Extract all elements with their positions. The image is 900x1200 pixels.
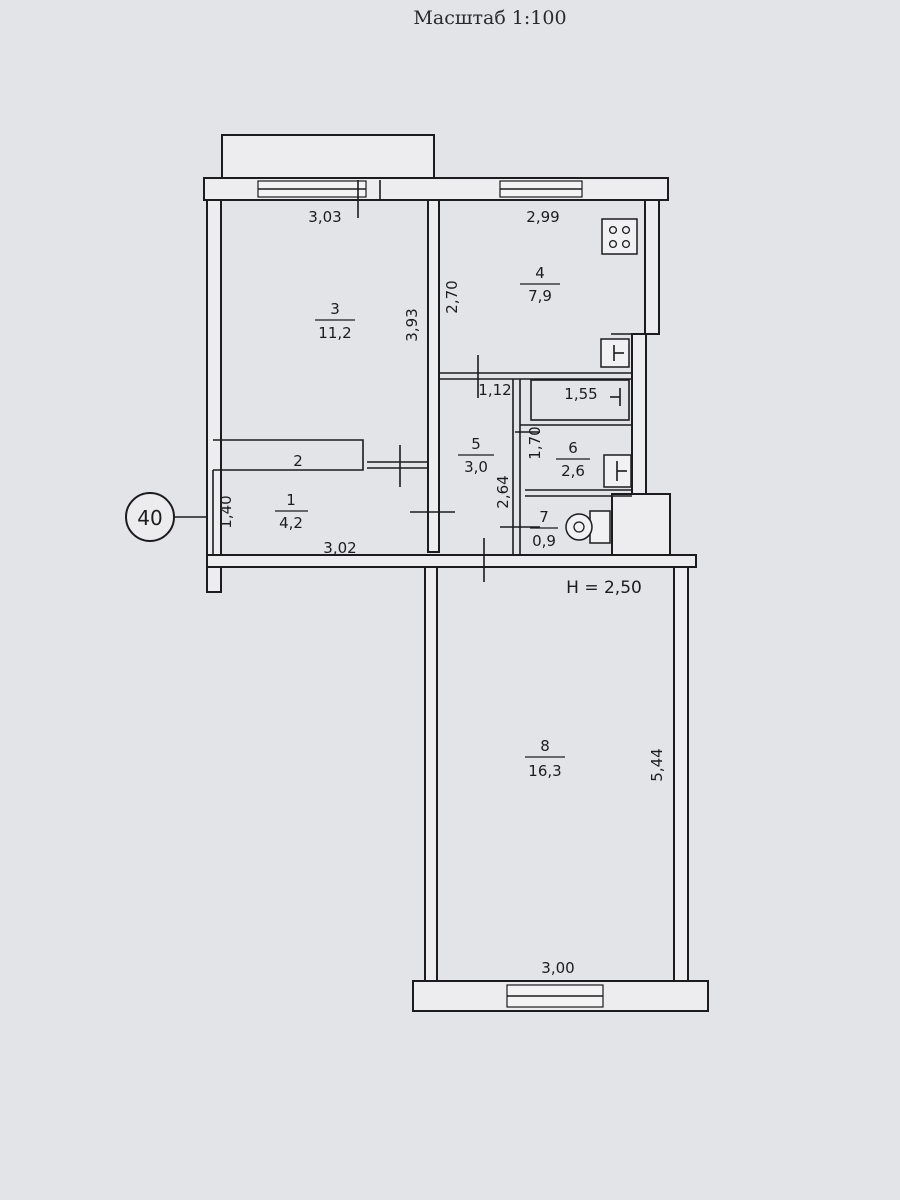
dim-room3-width: 3,03 bbox=[308, 208, 341, 226]
room-4-area: 7,9 bbox=[528, 287, 552, 305]
room-label-4: 4 7,9 bbox=[520, 264, 560, 305]
apartment-number: 40 bbox=[137, 506, 162, 530]
room-label-6: 6 2,6 bbox=[556, 439, 590, 480]
dim-room1-width: 3,02 bbox=[323, 539, 356, 557]
room-2-number: 2 bbox=[293, 452, 303, 470]
room-6-area: 2,6 bbox=[561, 462, 585, 480]
room-6-number: 6 bbox=[568, 439, 578, 457]
room8-left-wall bbox=[424, 566, 438, 982]
room-5-area: 3,0 bbox=[464, 458, 488, 476]
room-1-number: 1 bbox=[286, 491, 296, 509]
room-7-area: 0,9 bbox=[532, 532, 556, 550]
room-label-3: 3 11,2 bbox=[315, 300, 355, 342]
toilet-icon bbox=[565, 510, 611, 544]
bathtub bbox=[530, 379, 630, 421]
room-5-number: 5 bbox=[471, 435, 481, 453]
dim-bath-depth: 1,70 bbox=[526, 426, 544, 459]
room-3-area: 11,2 bbox=[318, 324, 351, 342]
dim-hall-depth: 2,64 bbox=[494, 475, 512, 508]
room-label-7: 7 0,9 bbox=[530, 508, 558, 550]
stove-icon bbox=[601, 218, 638, 255]
balcony bbox=[221, 134, 435, 179]
apartment-marker: 40 bbox=[125, 492, 208, 542]
walls bbox=[203, 134, 709, 1012]
room-label-8: 8 16,3 bbox=[525, 737, 565, 780]
room-8-number: 8 bbox=[540, 737, 550, 755]
scale-title: Масштаб 1:100 bbox=[413, 7, 566, 29]
dim-room1-depth: 1,40 bbox=[217, 495, 235, 528]
dim-corridor-width: 1,12 bbox=[478, 381, 511, 399]
partition-3-4 bbox=[427, 199, 440, 553]
room-1-area: 4,2 bbox=[279, 514, 303, 532]
room8-right-wall bbox=[673, 566, 689, 982]
room-label-5: 5 3,0 bbox=[458, 435, 494, 476]
bath-tap-icon bbox=[610, 388, 621, 406]
middle-exterior-wall bbox=[206, 554, 697, 568]
room-3-number: 3 bbox=[330, 300, 340, 318]
dim-room4-width: 2,99 bbox=[526, 208, 559, 226]
room-label-1: 1 4,2 bbox=[275, 491, 308, 532]
wash-basin-icon bbox=[603, 454, 632, 488]
partitions bbox=[212, 333, 660, 555]
room-8-area: 16,3 bbox=[528, 762, 561, 780]
dim-room8-width: 3,00 bbox=[541, 959, 574, 977]
dim-room4-depth: 2,70 bbox=[443, 280, 461, 313]
kitchen-right-wall bbox=[644, 199, 660, 335]
dim-room8-depth: 5,44 bbox=[648, 748, 666, 781]
door-marks bbox=[357, 180, 540, 582]
room-7-number: 7 bbox=[539, 508, 549, 526]
ceiling-height: H = 2,50 bbox=[566, 578, 642, 598]
kitchen-sink-icon bbox=[600, 338, 630, 368]
room-4-number: 4 bbox=[535, 264, 545, 282]
wet-block-right-wall bbox=[631, 333, 647, 495]
shaft-block bbox=[611, 493, 671, 556]
dim-room3-depth: 3,93 bbox=[403, 308, 421, 341]
windows bbox=[257, 180, 604, 1008]
left-exterior-wall bbox=[206, 199, 222, 593]
dimensions: 3,03 2,99 3,93 2,70 1,12 1,55 1,70 2,64 … bbox=[217, 208, 666, 977]
dim-bath-width: 1,55 bbox=[564, 385, 597, 403]
